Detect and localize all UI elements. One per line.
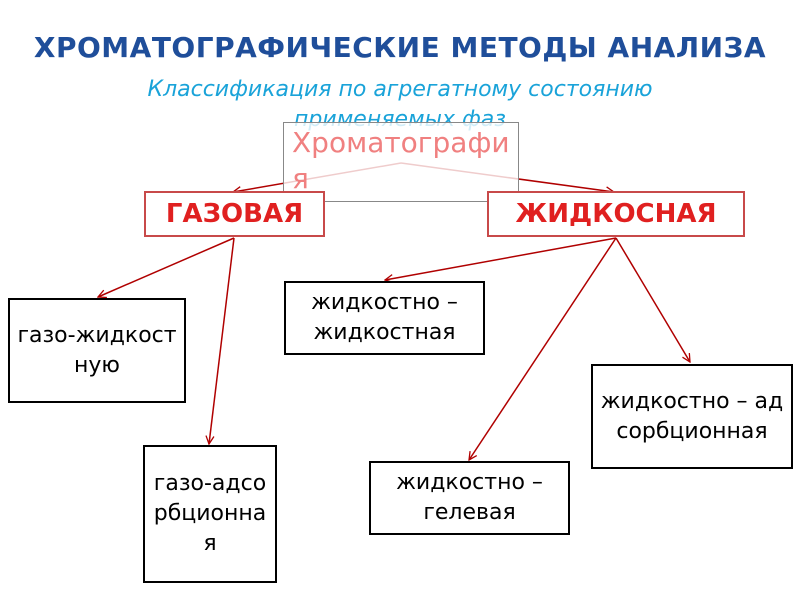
gas-liquid-label: газо-жидкостную <box>17 322 177 378</box>
liquid-adsorption-label: жидкостно – адсорбционная <box>600 388 784 444</box>
arrow-gas-gasadsorption <box>209 237 235 444</box>
slide-subtitle: Классификация по агрегатному состоянию п… <box>147 77 653 132</box>
arrow-liquid-liquidadsorption <box>615 237 690 362</box>
gas-label: ГАЗОВАЯ <box>165 199 304 229</box>
gas-adsorption-label: газо-адсорбционная <box>153 471 267 556</box>
chromatography-label: Хроматография <box>292 126 510 195</box>
liquid-gel-node: жидкостно – гелевая <box>369 461 570 535</box>
chromatography-node: Хроматография <box>283 122 519 202</box>
liquid-liquid-node: жидкостно – жидкостная <box>284 281 485 355</box>
liquid-adsorption-node: жидкостно – адсорбционная <box>591 364 793 469</box>
liquid-liquid-label: жидкостно – жидкостная <box>311 290 458 345</box>
liquid-gel-label: жидкостно – гелевая <box>396 470 543 525</box>
liquid-node: ЖИДКОСНАЯ <box>487 191 745 237</box>
slide-title: ХРОМАТОГРАФИЧЕСКИЕ МЕТОДЫ АНАЛИЗА <box>33 31 767 64</box>
liquid-label: ЖИДКОСНАЯ <box>515 199 717 229</box>
gas-node: ГАЗОВАЯ <box>144 191 325 237</box>
gas-adsorption-node: газо-адсорбционная <box>143 445 277 583</box>
arrow-gas-gasliquid <box>98 237 235 297</box>
arrow-liquid-liquidliquid <box>385 237 617 280</box>
arrow-liquid-liquidgel <box>469 237 617 460</box>
gas-liquid-node: газо-жидкостную <box>8 298 186 403</box>
